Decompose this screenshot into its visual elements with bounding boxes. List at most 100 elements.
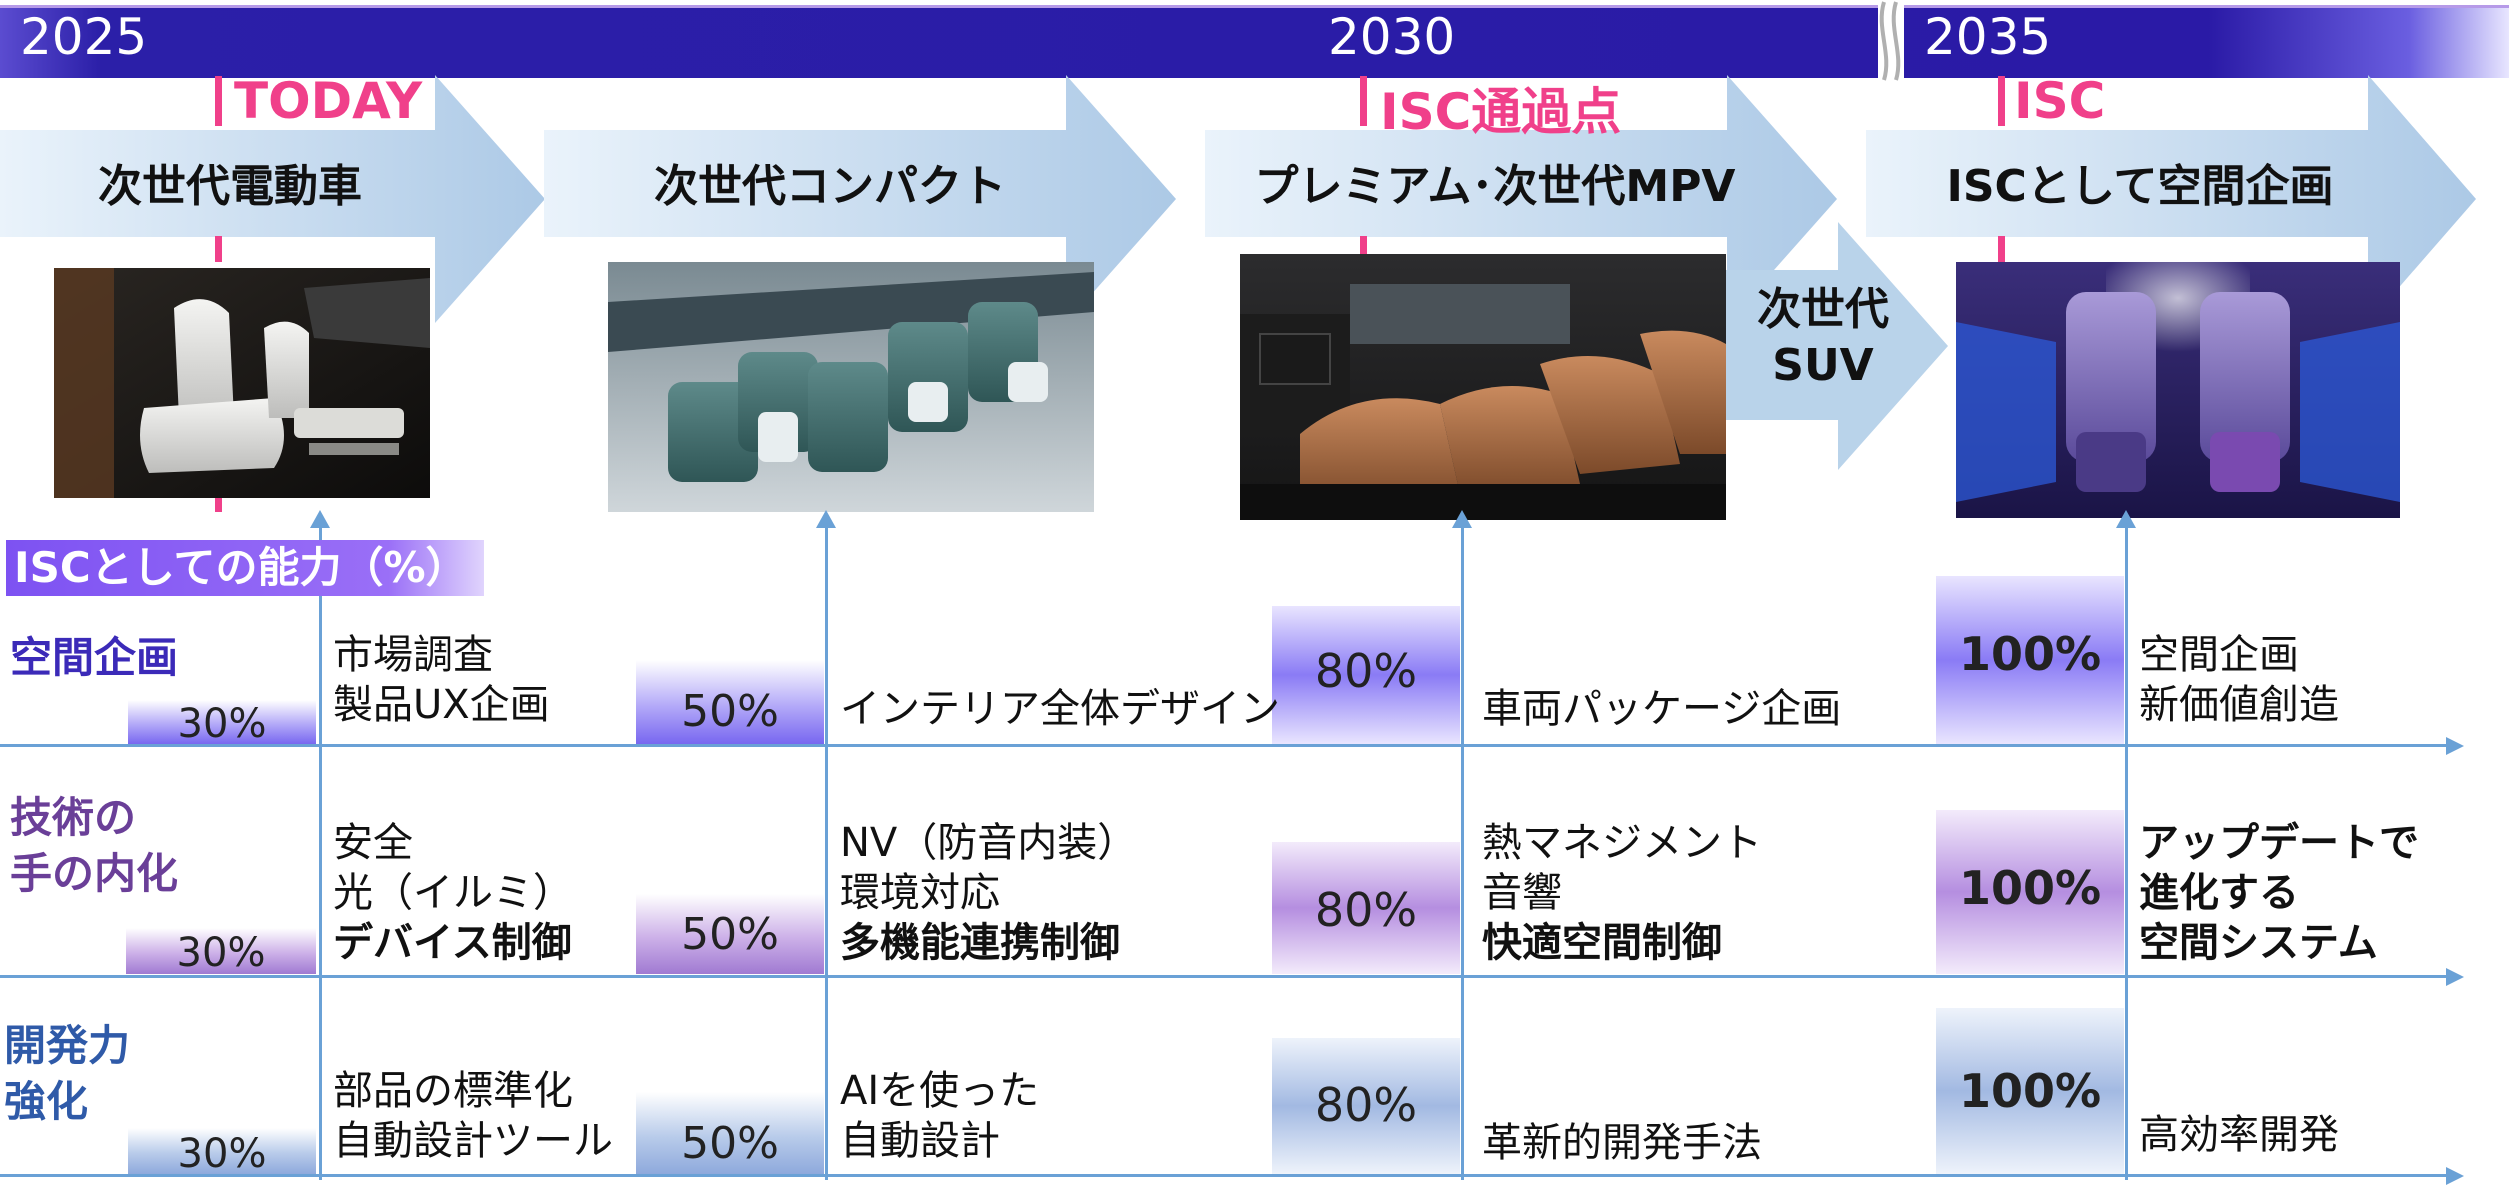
pct-dev-2: 50% [636,1092,824,1174]
axis-h-arrowhead-3 [2446,1167,2464,1185]
phase-label-1: 次世代電動車 [98,161,362,212]
premium-mpv-photo [1240,254,1726,520]
row-label-dev: 開発力 強化 [4,1018,130,1130]
desc-planning-4: 空間企画 新価値創造 [2139,630,2339,730]
phase-label-3: プレミアム･次世代MPV [1254,161,1736,212]
phase-label-2: 次世代コンパクト [654,161,1006,212]
suv-arrow-label: 次世代 SUV [1748,282,1898,394]
compact-interior-photo [608,262,1094,512]
pct-planning-3: 80% [1272,606,1460,744]
phase-arrow-1 [0,75,545,323]
axis-h-arrowhead-2 [2446,968,2464,986]
phase-arrow-3 [1205,75,1837,323]
timeline-break [1878,0,1904,82]
timeline-bar [0,5,2509,78]
desc-planning-1: 市場調査 製品UX企画 [333,630,550,730]
desc-tech-4-line2: 進化する [2139,870,2299,916]
isc-milestone-bar-lower [1360,236,1367,256]
row-label-planning: 空間企画 [10,630,178,686]
axis-arrowhead-3 [1452,510,1472,528]
axis-arrowhead-4 [2116,510,2136,528]
desc-planning-3-line1: 車両パッケージ企画 [1482,686,1842,732]
desc-planning-4-line1: 空間企画 [2139,632,2299,678]
desc-planning-4-line2: 新価値創造 [2139,682,2339,728]
pct-dev-1: 30% [128,1128,316,1177]
desc-dev-3-line1: 革新的開発手法 [1482,1120,1762,1166]
desc-dev-1-line2: 自動設計ツール [333,1118,613,1164]
today-marker-bar [215,76,222,126]
axis-vertical-3 [1461,526,1464,1180]
pct-dev-4: 100% [1936,1008,2124,1174]
row-label-dev-line1: 開発力 [4,1021,131,1070]
section-title: ISCとしての能力（%） [6,540,484,596]
desc-dev-4-line1: 高効率開発 [2139,1112,2339,1158]
pct-planning-4: 100% [1936,576,2124,744]
axis-horizontal-1 [0,744,2448,747]
desc-planning-2: インテリア全体デザイン [840,684,1280,734]
desc-tech-2-line1: NV（防音内装） [840,820,1138,866]
row-label-tech-line2: 手の内化 [10,849,179,898]
desc-dev-2-line1: AIを使った [840,1068,1040,1114]
desc-planning-1-line1: 市場調査 [333,632,493,678]
axis-vertical-1 [319,526,322,1180]
axis-horizontal-2 [0,975,2448,978]
isc-marker-bar [1998,76,2005,126]
desc-tech-2-line3: 多機能連携制御 [840,920,1120,966]
axis-vertical-2 [825,526,828,1180]
pct-tech-4: 100% [1936,810,2124,974]
suv-line1: 次世代 [1757,284,1889,335]
year-2025: 2025 [20,8,148,66]
row-label-dev-line2: 強化 [4,1077,89,1126]
suv-arrow [1726,222,1948,470]
desc-dev-1-line1: 部品の標準化 [333,1068,573,1114]
suv-line2: SUV [1772,340,1874,391]
axis-arrowhead-1 [310,510,330,528]
pct-tech-2: 50% [636,894,824,974]
axis-h-arrowhead-1 [2446,737,2464,755]
desc-tech-1-line2: 光（イルミ） [333,870,573,916]
phase-arrow-4 [1866,75,2476,323]
row-label-planning-line1: 空間企画 [10,633,179,682]
desc-tech-4-line1: アップデートで [2139,820,2419,866]
desc-tech-3-line1: 熱マネジメント [1482,820,1762,866]
desc-dev-1: 部品の標準化 自動設計ツール [333,1066,613,1166]
isc-marker-bar-lower [1998,236,2005,266]
desc-tech-3-line2: 音響 [1482,870,1562,916]
desc-planning-2-line1: インテリア全体デザイン [840,686,1280,732]
desc-tech-2: NV（防音内装） 環境対応 多機能連携制御 [840,818,1137,968]
axis-horizontal-3 [0,1174,2448,1177]
desc-dev-3: 革新的開発手法 [1482,1118,1762,1168]
isc-milestone-bar [1360,76,1367,126]
desc-tech-3: 熱マネジメント 音響 快適空間制御 [1482,818,1762,968]
pct-planning-1: 30% [128,700,316,747]
desc-tech-1: 安全 光（イルミ） デバイス制御 [333,818,573,968]
today-marker-label: TODAY [234,72,423,130]
row-label-tech-line1: 技術の [10,793,137,842]
desc-tech-2-line2: 環境対応 [840,870,1000,916]
year-2030: 2030 [1328,8,1456,66]
pct-tech-1: 30% [126,928,316,976]
axis-vertical-4 [2125,526,2128,1180]
pct-dev-3: 80% [1272,1038,1460,1174]
phase-label-4: ISCとして空間企画 [1946,161,2334,212]
year-2035: 2035 [1924,8,2052,66]
desc-planning-1-line2: 製品UX企画 [333,682,550,728]
desc-tech-4-line3: 空間システム [2139,920,2378,966]
isc-milestone-label: ISC通過点 [1380,83,1622,141]
desc-planning-3: 車両パッケージ企画 [1482,684,1841,734]
desc-tech-1-line1: 安全 [333,820,413,866]
ev-interior-photo [54,268,430,498]
desc-dev-2-line2: 自動設計 [840,1118,1000,1164]
pct-tech-3: 80% [1272,842,1460,974]
desc-dev-2: AIを使った 自動設計 [840,1066,1039,1166]
desc-dev-4: 高効率開発 [2139,1110,2339,1160]
desc-tech-4: アップデートで 進化する 空間システム [2139,818,2419,968]
desc-tech-1-line3: デバイス制御 [333,920,572,966]
desc-tech-3-line3: 快適空間制御 [1482,920,1722,966]
isc-space-photo [1956,262,2400,518]
isc-marker-label: ISC [2014,72,2106,130]
today-marker-bar-lower [215,236,222,262]
axis-arrowhead-2 [816,510,836,528]
pct-planning-2: 50% [636,660,824,744]
phase-arrow-2 [544,75,1176,323]
